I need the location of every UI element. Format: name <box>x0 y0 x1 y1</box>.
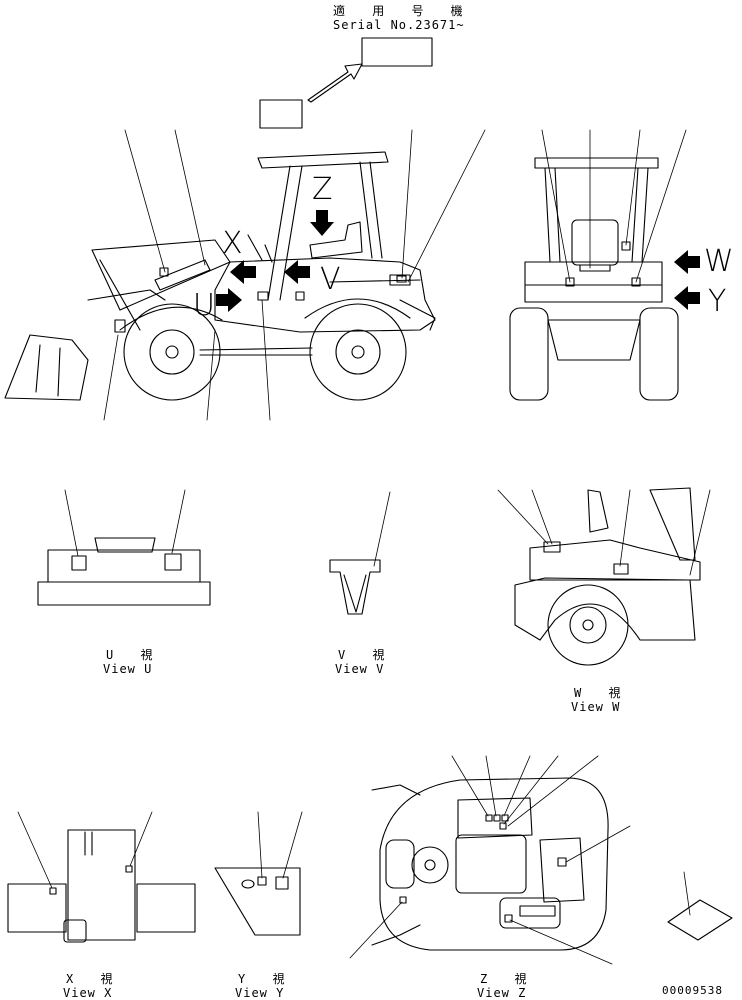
view-z-drawing <box>349 755 631 965</box>
view-v-jp: V 視 <box>338 648 395 662</box>
applicable-jp-label: 適 用 号 機 <box>333 4 473 18</box>
direction-arrows <box>216 210 700 312</box>
arrow-label-v: V <box>320 262 341 297</box>
view-v-drawing <box>329 491 391 615</box>
view-y-drawing <box>214 811 303 936</box>
loader-side-view <box>4 151 436 401</box>
view-u-drawing <box>37 489 211 606</box>
arrow-label-w: W <box>704 244 734 279</box>
view-w-jp: W 視 <box>574 686 631 700</box>
document-number: 00009538 <box>662 984 723 997</box>
view-x-drawing <box>7 811 196 943</box>
view-y-jp: Y 視 <box>238 972 295 986</box>
leader-lines-main <box>103 129 486 421</box>
serial-number-label: Serial No.23671~ <box>333 18 465 32</box>
view-u-en: View U <box>103 662 153 676</box>
view-w-en: View W <box>571 700 621 714</box>
arrow-label-y: Y <box>708 284 727 319</box>
view-v-en: View V <box>335 662 385 676</box>
view-y-en: View Y <box>235 986 285 1000</box>
arrow-label-u: U <box>193 288 215 323</box>
serial-label-box <box>361 37 433 67</box>
view-x-jp: X 視 <box>66 972 123 986</box>
loader-rear-view <box>509 129 687 401</box>
view-z-en: View Z <box>477 986 527 1000</box>
view-w-drawing <box>497 487 711 666</box>
view-u-jp: U 視 <box>106 648 163 662</box>
arrow-label-z: Z <box>312 172 333 207</box>
pointer-arrow <box>307 63 363 103</box>
view-z-jp: Z 視 <box>480 972 537 986</box>
label-box-small <box>259 99 303 129</box>
view-x-en: View X <box>63 986 113 1000</box>
sticker-sketch <box>667 871 733 941</box>
arrow-label-x: X <box>222 226 243 261</box>
